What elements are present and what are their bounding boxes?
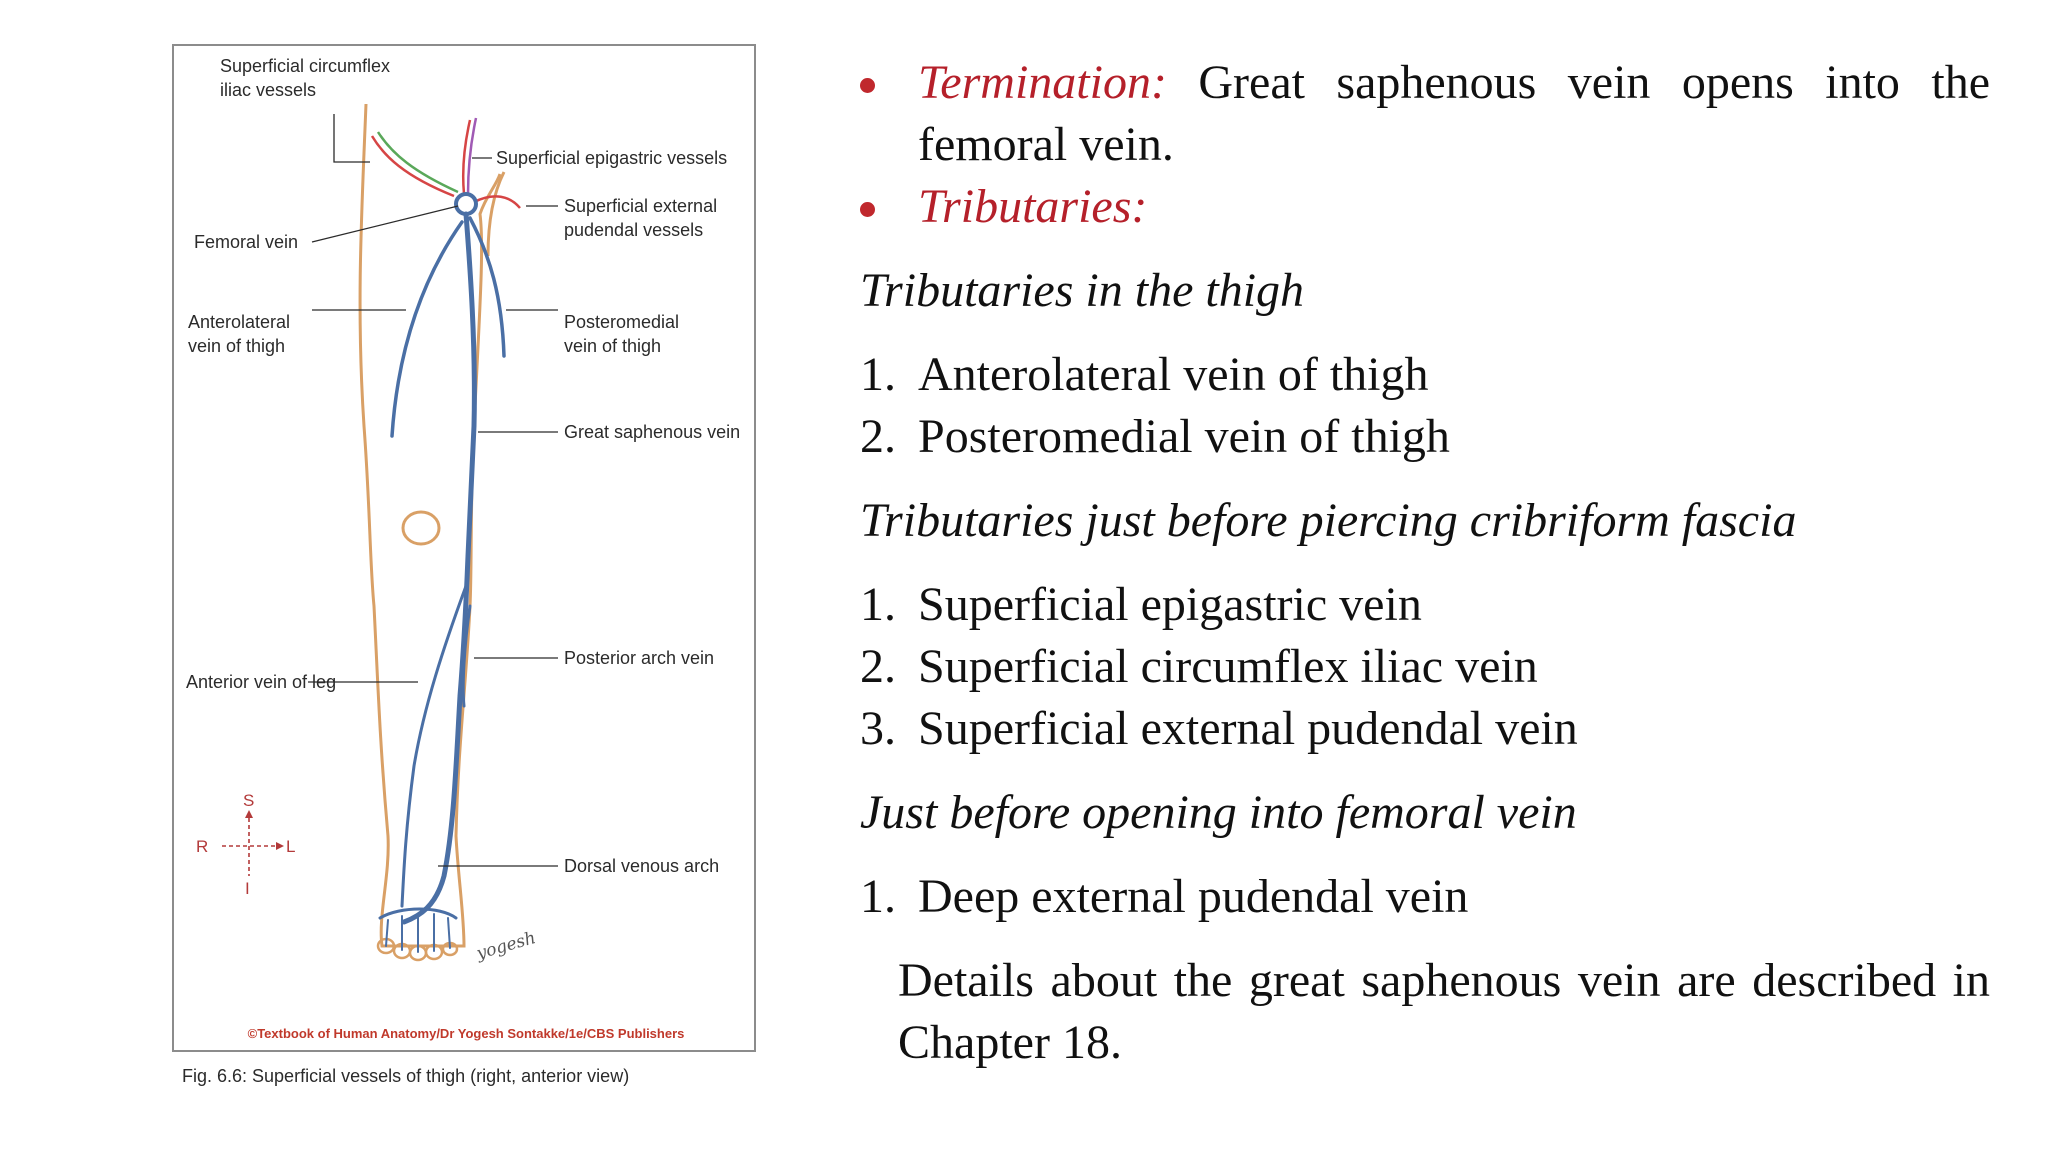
list-number: 1. bbox=[860, 348, 896, 401]
list-number: 2. bbox=[860, 410, 896, 463]
veins bbox=[378, 211, 506, 953]
list-text: Superficial circumflex iliac vein bbox=[918, 640, 1538, 693]
label-text: vein of thigh bbox=[564, 336, 662, 356]
label-posteromedial-vein: Posteromedial vein of thigh bbox=[564, 310, 679, 358]
label-text: Posteromedial bbox=[564, 312, 680, 332]
compass-inferior: I bbox=[245, 879, 250, 898]
circumflex-iliac-vessel bbox=[370, 135, 455, 198]
label-text: pudendal vessels bbox=[564, 220, 704, 240]
compass bbox=[222, 818, 276, 876]
thigh-medial-outline bbox=[486, 171, 506, 257]
patella bbox=[401, 510, 441, 546]
list-text: Superficial epigastric vein bbox=[918, 578, 1422, 631]
label-circumflex-iliac: Superficial circumflex iliac vessels bbox=[220, 54, 390, 102]
label-anterolateral-vein: Anterolateral vein of thigh bbox=[188, 310, 290, 358]
compass-superior: S bbox=[243, 791, 254, 810]
great-saphenous-vein bbox=[401, 211, 477, 925]
bullet-term: Termination: bbox=[918, 56, 1167, 109]
leader-lines bbox=[308, 114, 558, 867]
posterior-arch-vein bbox=[461, 604, 472, 708]
label-text: vein of thigh bbox=[188, 336, 286, 356]
label-text: Superficial circumflex bbox=[220, 56, 391, 76]
circumflex-iliac-vessel-green bbox=[376, 131, 459, 194]
heading-cribriform: Tributaries just before piercing cribrif… bbox=[860, 494, 1797, 547]
anterior-vein-of-leg bbox=[400, 584, 468, 908]
text-column: Termination: Great saphenous vein opens … bbox=[860, 52, 1990, 1074]
anatomy-figure: S I R L Superficial circumflex iliac ves… bbox=[172, 44, 756, 1052]
list-cribriform: 1. Superficial epigastric vein 2. Superf… bbox=[860, 574, 1990, 760]
label-external-pudendal: Superficial external pudendal vessels bbox=[564, 194, 717, 242]
epigastric-vessel bbox=[462, 119, 472, 195]
list-item: 2. Superficial circumflex iliac vein bbox=[860, 636, 1990, 698]
bullet-term: Tributaries: bbox=[918, 180, 1148, 233]
list-item: 3. Superficial external pudendal vein bbox=[860, 698, 1990, 760]
list-text: Superficial external pudendal vein bbox=[918, 702, 1578, 755]
leg-vein-illustration: S I R L bbox=[196, 103, 558, 962]
list-item: 1. Deep external pudendal vein bbox=[860, 866, 1990, 928]
label-posterior-arch: Posterior arch vein bbox=[564, 648, 715, 668]
list-item: 1. Anterolateral vein of thigh bbox=[860, 344, 1990, 406]
list-text: Deep external pudendal vein bbox=[918, 870, 1469, 923]
list-number: 3. bbox=[860, 702, 896, 755]
label-great-saphenous: Great saphenous vein bbox=[564, 422, 741, 442]
bullet-dot bbox=[860, 78, 875, 93]
dorsal-venous-arch bbox=[378, 907, 458, 920]
posteromedial-vein bbox=[468, 216, 506, 358]
label-text: iliac vessels bbox=[220, 80, 317, 100]
list-number: 1. bbox=[860, 578, 896, 631]
label-text: Anterolateral bbox=[188, 312, 291, 332]
bullet-text: Great saphenous vein opens into the femo… bbox=[918, 56, 1990, 171]
label-superficial-epigastric: Superficial epigastric vessels bbox=[496, 148, 728, 168]
saphenous-opening bbox=[454, 192, 478, 216]
chapter-note: Details about the great saphenous vein a… bbox=[898, 954, 1990, 1069]
bullet-termination: Termination: Great saphenous vein opens … bbox=[860, 52, 1990, 176]
label-anterior-vein-leg: Anterior vein of leg bbox=[186, 672, 337, 692]
list-thigh: 1. Anterolateral vein of thigh 2. Poster… bbox=[860, 344, 1990, 468]
label-text: Superficial external bbox=[564, 196, 718, 216]
compass-arrow-up bbox=[245, 810, 253, 818]
list-femoral: 1. Deep external pudendal vein bbox=[860, 866, 1990, 928]
list-item: 1. Superficial epigastric vein bbox=[860, 574, 1990, 636]
label-dorsal-venous-arch: Dorsal venous arch bbox=[564, 856, 720, 876]
list-text: Anterolateral vein of thigh bbox=[918, 348, 1429, 401]
copyright-notice: ©Textbook of Human Anatomy/Dr Yogesh Son… bbox=[247, 1026, 685, 1041]
compass-right: R bbox=[196, 837, 208, 856]
bullet-dot bbox=[860, 202, 875, 217]
label-femoral-vein: Femoral vein bbox=[194, 232, 299, 252]
bullet-tributaries: Tributaries: bbox=[860, 176, 1990, 238]
anterolateral-vein bbox=[390, 220, 464, 438]
figure-caption: Fig. 6.6: Superficial vessels of thigh (… bbox=[182, 1066, 630, 1086]
heading-thigh: Tributaries in the thigh bbox=[860, 264, 1305, 317]
leg-outline bbox=[358, 103, 502, 948]
compass-left: L bbox=[286, 837, 295, 856]
compass-arrow-right bbox=[276, 842, 284, 850]
list-number: 1. bbox=[860, 870, 896, 923]
list-text: Posteromedial vein of thigh bbox=[918, 410, 1450, 463]
pudendal-vessel bbox=[473, 195, 521, 209]
list-item: 2. Posteromedial vein of thigh bbox=[860, 406, 1990, 468]
list-number: 2. bbox=[860, 640, 896, 693]
heading-femoral: Just before opening into femoral vein bbox=[860, 786, 1577, 839]
epigastric-vessel-violet bbox=[466, 117, 478, 195]
